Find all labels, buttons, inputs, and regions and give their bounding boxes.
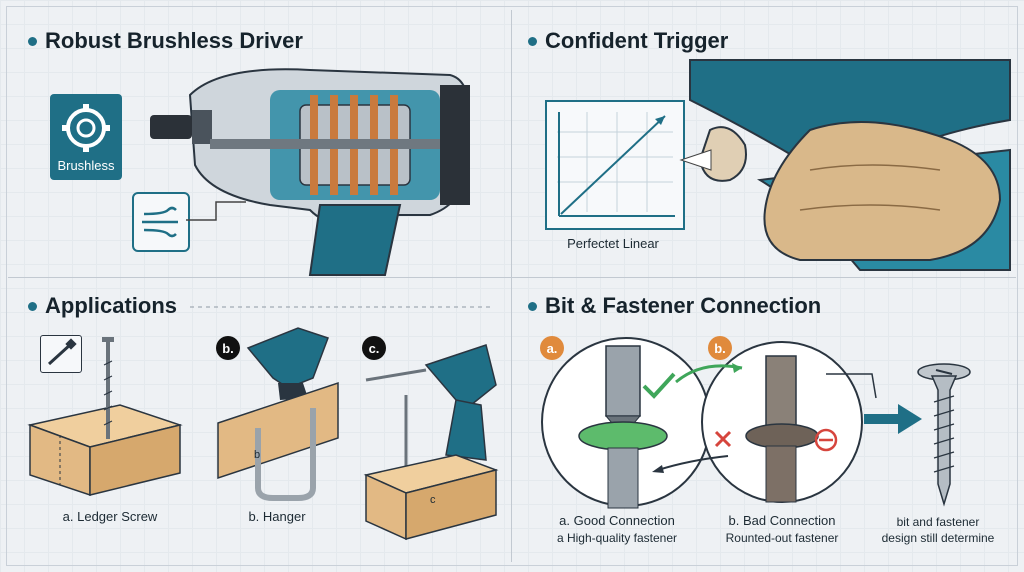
linear-graph-card (545, 100, 685, 230)
return-arrow (652, 455, 729, 473)
bullet-dot (528, 301, 537, 311)
framing-illustration: c (363, 344, 499, 541)
brushless-badge: Brushless (50, 94, 122, 180)
good-connection-label: a. Good Connection (559, 513, 675, 528)
comparison-connector (826, 373, 877, 399)
airflow-connector (186, 201, 246, 221)
final-screw-icon (917, 363, 971, 507)
good-connection-marker: a. (540, 336, 564, 360)
application-label-ledger: a. Ledger Screw (62, 509, 158, 524)
applications-title-text: Applications (45, 293, 178, 318)
ledger-screw-illustration (27, 337, 183, 497)
title-dashed-rule (190, 306, 490, 308)
hanger-wood-mark: b (254, 449, 260, 461)
impact-driver-cutaway (150, 68, 470, 276)
airflow-icon-box (132, 192, 190, 252)
brushless-title-text: Robust Brushless Driver (45, 28, 303, 53)
result-arrow-icon (864, 404, 922, 434)
outer-frame (6, 6, 1018, 566)
bad-connection-circle (701, 341, 863, 503)
applications-panel-title: Applications (28, 293, 177, 319)
trigger-title-text: Confident Trigger (545, 28, 729, 53)
hanger-illustration: b (217, 327, 339, 501)
bullet-dot (528, 36, 537, 46)
conclusion-line-1: bit and fastener (896, 515, 980, 529)
bullet-dot (28, 301, 37, 311)
bullet-dot (28, 36, 37, 46)
brushless-motor-icon (62, 104, 110, 152)
screw-icon (47, 338, 77, 366)
trigger-hand-illustration (689, 59, 1011, 271)
application-marker-c: c. (362, 336, 386, 360)
application-marker-b: b. (216, 336, 240, 360)
good-connection-sub: a High-quality fastener (556, 531, 678, 545)
checkmark-arrow (642, 363, 743, 399)
airflow-icon (142, 206, 178, 238)
conclusion-line-2: design still determine (881, 531, 995, 545)
graph-caption: Perfectet Linear (567, 236, 659, 251)
connection-title-text: Bit & Fastener Connection (545, 293, 822, 318)
brushless-panel-title: Robust Brushless Driver (28, 28, 303, 54)
linear-graph-icon (557, 112, 675, 217)
bad-connection-marker: b. (708, 336, 732, 360)
framing-wood-mark: c (430, 494, 436, 506)
graph-pointer (679, 149, 712, 171)
brushless-badge-label: Brushless (57, 158, 115, 173)
bad-connection-sub: Rounted-out fastener (725, 531, 839, 545)
vertical-divider (511, 10, 512, 562)
screw-icon-box (40, 335, 82, 373)
bad-connection-label: b. Bad Connection (728, 513, 836, 528)
application-label-hanger: b. Hanger (248, 509, 306, 524)
connection-panel-title: Bit & Fastener Connection (528, 293, 821, 319)
horizontal-divider (8, 277, 1016, 278)
trigger-panel-title: Confident Trigger (528, 28, 728, 54)
